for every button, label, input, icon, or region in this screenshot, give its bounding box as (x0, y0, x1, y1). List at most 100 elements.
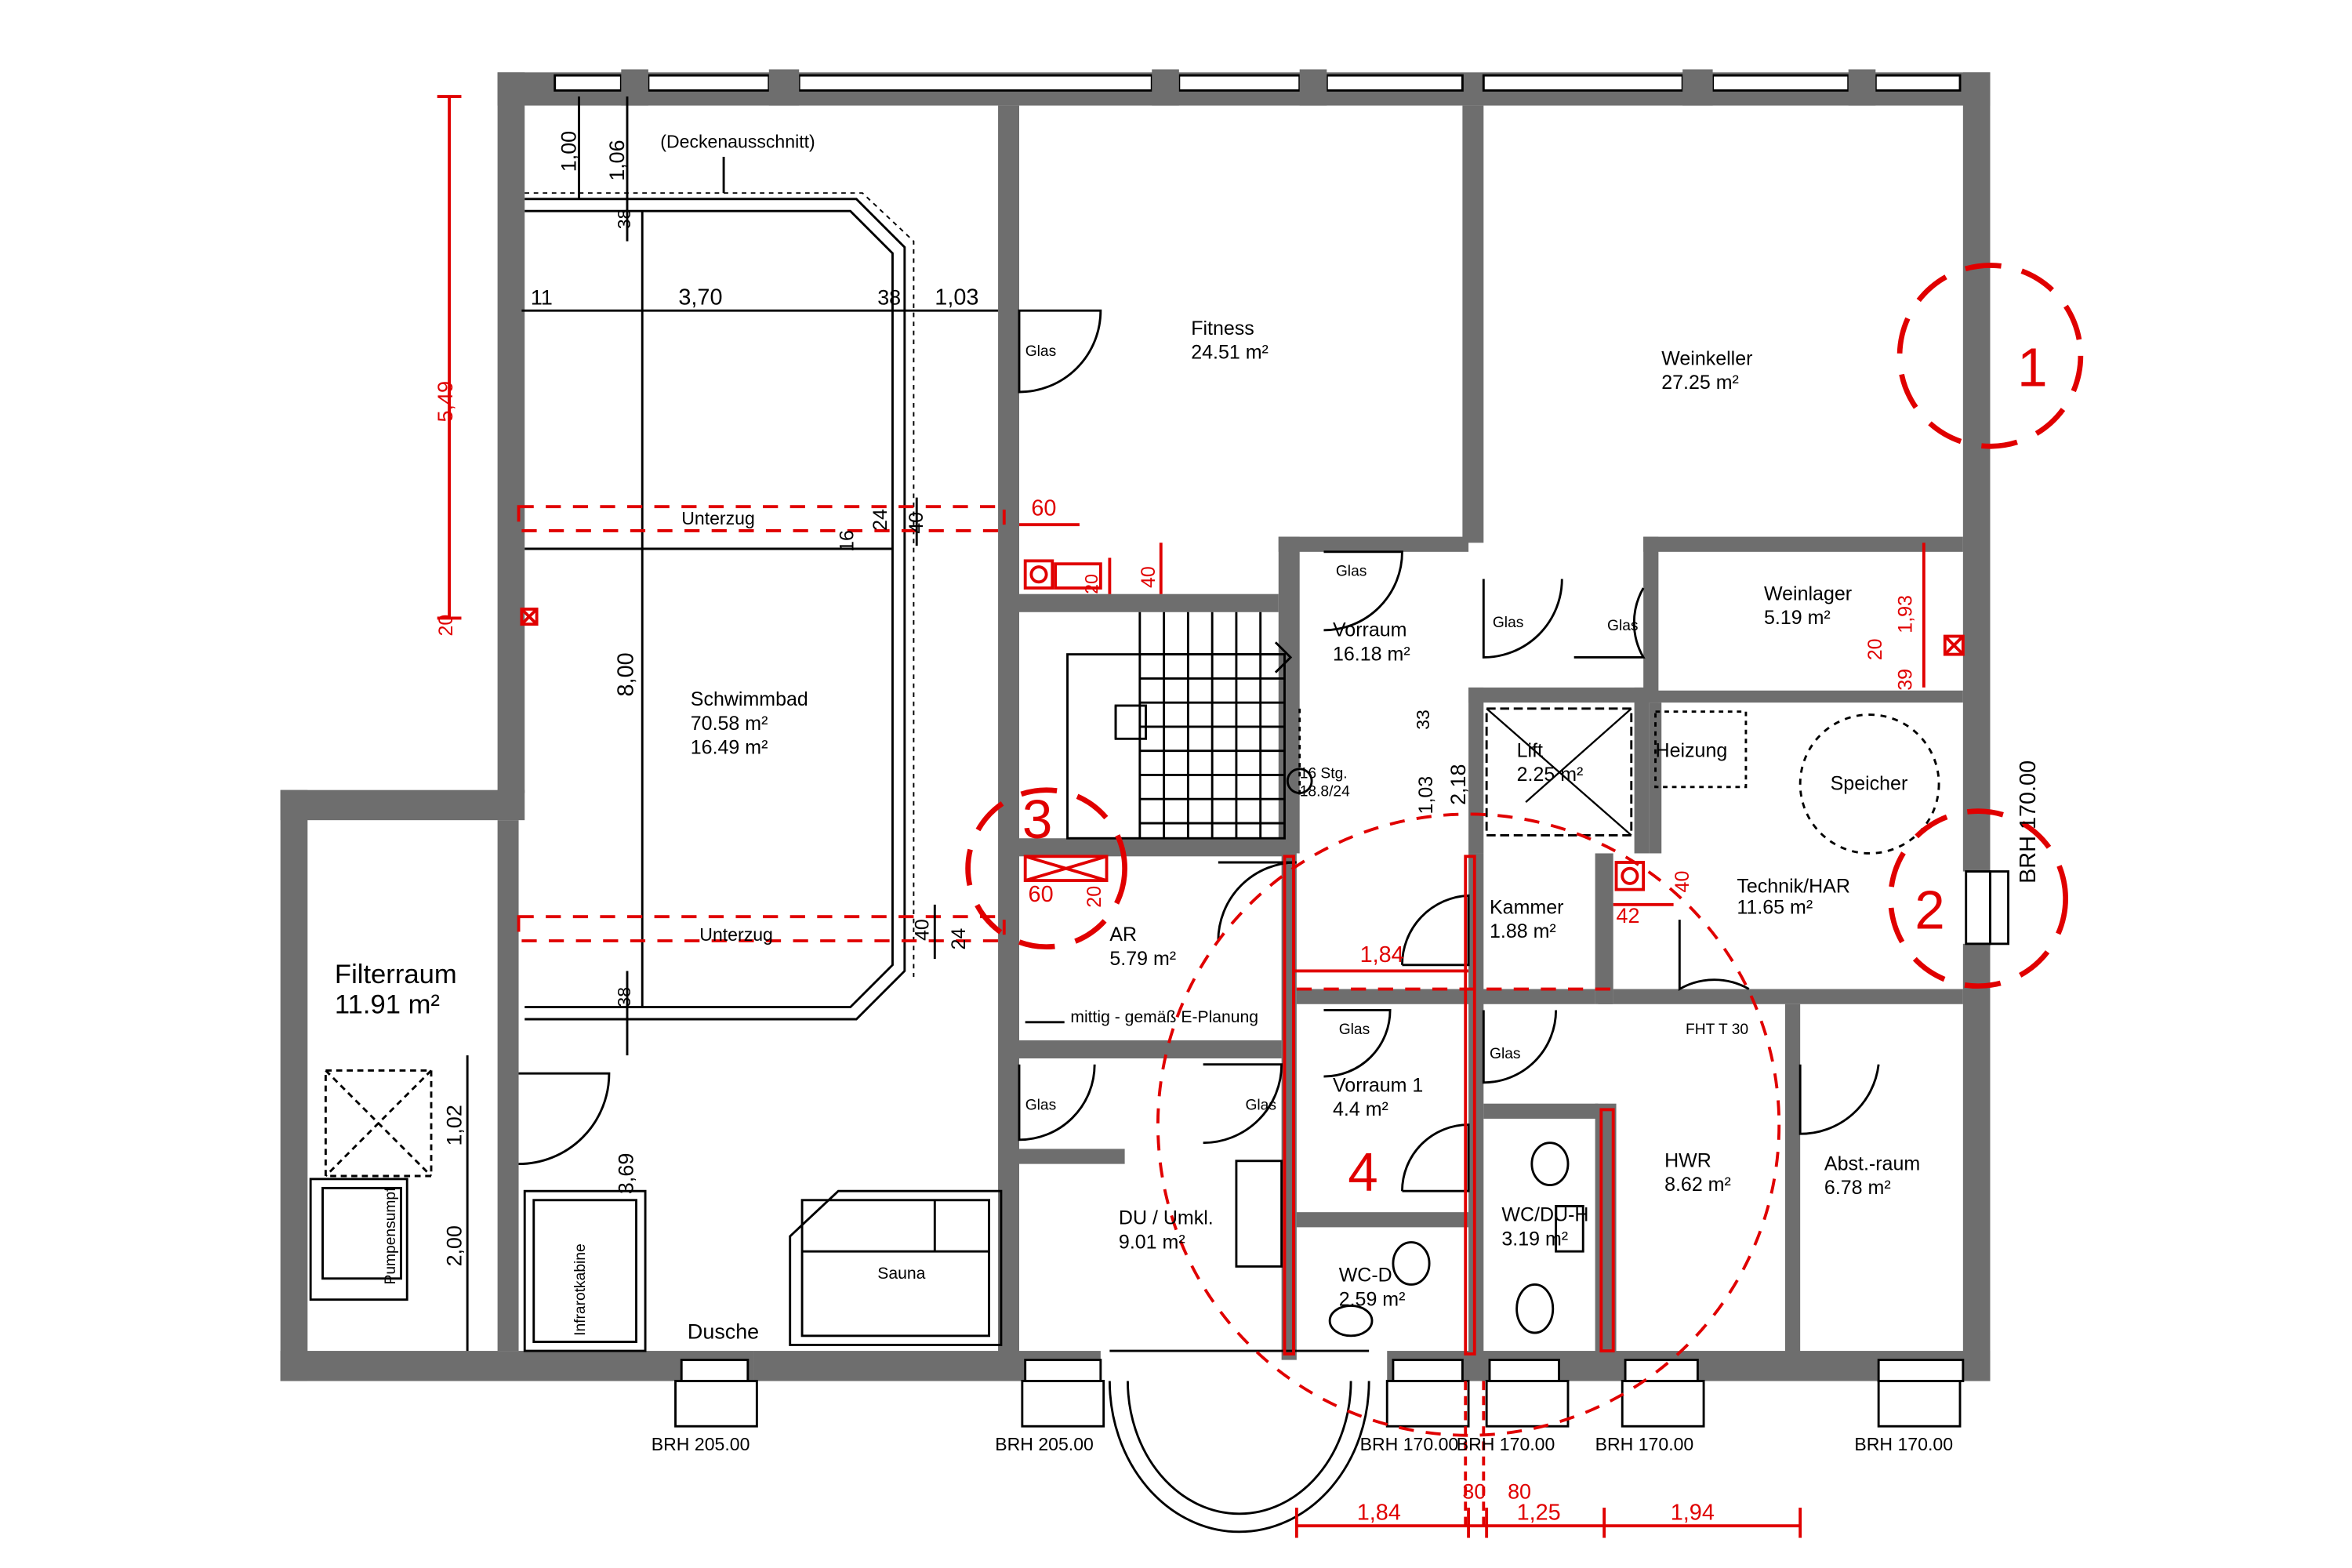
glas-du-1: Glas (1025, 1097, 1057, 1113)
rdim-30: 30 (1462, 1480, 1486, 1504)
dim-102: 1,02 (442, 1105, 466, 1145)
glas-fitness: Glas (1025, 343, 1057, 360)
speicher-label: Speicher (1831, 773, 1908, 795)
mittig-label: mittig - gemäß E-Planung (1070, 1008, 1258, 1026)
dim-24-top: 24 (869, 509, 891, 531)
stairs-count: 16 Stg. (1300, 765, 1348, 782)
glas-vorraum1: Glas (1339, 1022, 1370, 1038)
dim-38-top: 38 (614, 209, 634, 230)
dim-800: 8,00 (614, 652, 639, 696)
filterraum-fixtures (309, 1055, 611, 1352)
wc-du-h-label: WC/DU-H (1501, 1204, 1588, 1226)
rdim-20-left: 20 (435, 615, 457, 637)
dim-24-bottom: 24 (948, 928, 970, 950)
brh-label-2: BRH 205.00 (995, 1434, 1094, 1454)
rdim-184-mid: 1,84 (1360, 942, 1404, 967)
dim-11: 11 (531, 285, 553, 309)
glas-weinkeller-1: Glas (1493, 615, 1524, 631)
dim-200: 2,00 (442, 1225, 466, 1266)
windows (554, 69, 2009, 1534)
heizung-label: Heizung (1656, 739, 1728, 761)
du-umkl-area: 9.01 m² (1119, 1231, 1185, 1253)
infrarot-label: Infrarotkabine (572, 1243, 589, 1336)
doors (1018, 309, 1880, 1192)
glas-hwr: Glas (1490, 1046, 1521, 1062)
glas-weinkeller-2: Glas (1607, 618, 1639, 634)
technik-area: 11.65 m² (1737, 896, 1813, 918)
weinlager-label: Weinlager (1764, 583, 1852, 604)
dim-38-mid: 38 (877, 285, 901, 309)
kammer-label: Kammer (1490, 896, 1563, 918)
dim-33: 33 (1413, 710, 1433, 730)
dim-103b: 1,03 (1415, 776, 1437, 815)
hwr-area: 8.62 m² (1664, 1174, 1731, 1196)
rdim-39: 39 (1894, 669, 1916, 691)
rdim-60-top: 60 (1031, 496, 1056, 521)
abstraum-area: 6.78 m² (1824, 1177, 1891, 1199)
red-dimensions (437, 95, 1926, 1538)
rdim-80: 80 (1508, 1480, 1531, 1504)
dim-38-bottom: 38 (614, 987, 634, 1007)
vorraum-area: 16.18 m² (1333, 643, 1410, 665)
ar-area: 5.79 m² (1109, 948, 1176, 970)
walls (280, 72, 1991, 1381)
rdim-20-wl: 20 (1864, 638, 1886, 660)
glas-du-2: Glas (1245, 1097, 1276, 1113)
markers: 1 2 3 4 (1022, 336, 2048, 1203)
weinkeller-label: Weinkeller (1661, 347, 1752, 369)
annotations: (Deckenausschnitt) Unterzug Unterzug Gla… (383, 131, 2041, 1454)
lift-label: Lift (1517, 739, 1543, 761)
sauna-label: Sauna (877, 1265, 925, 1283)
room-labels: Fitness 24.51 m² Weinkeller 27.25 m² Sch… (335, 318, 1920, 1310)
red-dimension-text: 5,49 20 60 20 40 60 20 1,84 42 40 1,93 2… (434, 381, 1917, 1525)
swimming-pool (517, 96, 1006, 1056)
vorraum1-label: Vorraum 1 (1333, 1074, 1423, 1096)
abstraum-label: Abst.-raum (1824, 1152, 1920, 1174)
stairs-ratio: 18.8/24 (1300, 783, 1350, 800)
dim-218: 2,18 (1446, 764, 1470, 805)
brh-label-3: BRH 170.00 (1360, 1434, 1459, 1454)
technik-label: Technik/HAR (1737, 875, 1850, 897)
brh-label-6: BRH 170.00 (1854, 1434, 1953, 1454)
weinkeller-area: 27.25 m² (1661, 372, 1739, 394)
rdim-40-tech: 40 (1671, 871, 1693, 893)
hwr-label: HWR (1664, 1149, 1711, 1171)
dim-103: 1,03 (935, 285, 978, 310)
rdim-20-ar: 20 (1083, 886, 1105, 908)
vorraum-label: Vorraum (1333, 619, 1406, 641)
kammer-area: 1.88 m² (1490, 920, 1556, 942)
rdim-20-top: 20 (1081, 574, 1102, 594)
deckenausschnitt-label: (Deckenausschnitt) (660, 131, 815, 151)
glas-vorraum: Glas (1336, 564, 1367, 580)
fitness-label: Fitness (1191, 318, 1254, 339)
wc-d-label: WC-D (1339, 1265, 1392, 1287)
marker-3: 3 (1022, 789, 1053, 850)
brh-label-4: BRH 170.00 (1457, 1434, 1555, 1454)
rdim-40-top: 40 (1138, 566, 1160, 588)
rdim-549: 5,49 (434, 381, 457, 422)
rdim-125: 1,25 (1517, 1500, 1561, 1525)
du-umkl-label: DU / Umkl. (1119, 1207, 1214, 1229)
unterzug-label-bottom: Unterzug (699, 924, 773, 945)
dusche-label: Dusche (688, 1320, 759, 1344)
black-dimension-text: 1,00 1,06 38 11 3,70 38 1,03 8,00 16 24 … (442, 131, 1470, 1267)
dim-106: 1,06 (605, 140, 629, 180)
vorraum1-area: 4.4 m² (1333, 1098, 1388, 1120)
marker-4: 4 (1348, 1142, 1378, 1203)
weinlager-area: 5.19 m² (1764, 607, 1831, 629)
pumpensumpf-label: Pumpensumpf (383, 1187, 399, 1285)
marker-1: 1 (2017, 336, 2048, 397)
marker-2: 2 (1915, 880, 1945, 941)
ar-label: AR (1109, 924, 1137, 946)
rdim-194: 1,94 (1671, 1500, 1715, 1525)
staircase (1066, 612, 1313, 840)
unterzug-label-top: Unterzug (681, 508, 755, 528)
rdim-184-bottom: 1,84 (1357, 1500, 1401, 1525)
dim-369: 3,69 (615, 1153, 638, 1194)
brh-label-right: BRH 170.00 (2016, 760, 2041, 884)
brh-label-1: BRH 205.00 (652, 1434, 750, 1454)
dim-16: 16 (836, 530, 858, 552)
wc-du-h-area: 3.19 m² (1501, 1228, 1568, 1250)
sauna-area (523, 1189, 1003, 1352)
